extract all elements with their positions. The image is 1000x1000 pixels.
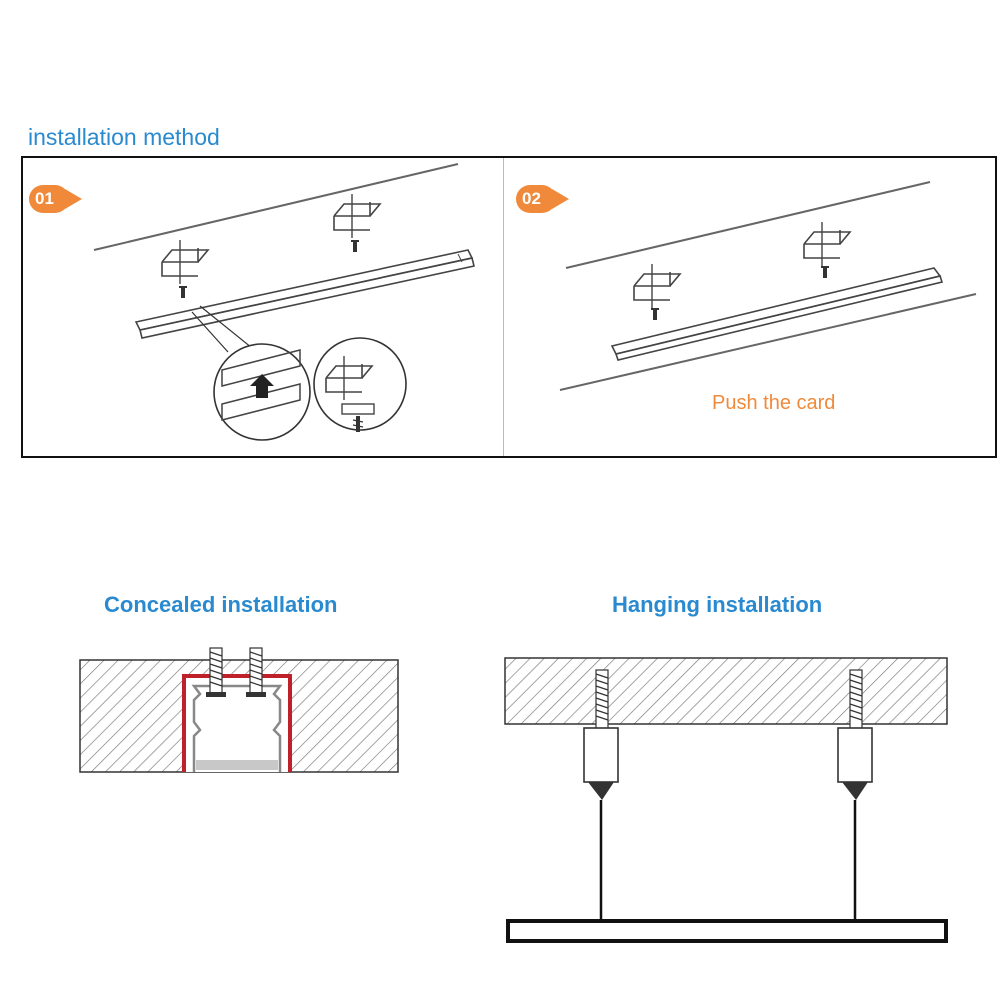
step-2-number: 02 <box>522 189 541 208</box>
led-profile-bar <box>134 249 475 339</box>
hanging-anchor-left <box>583 669 619 920</box>
hanging-light-bar <box>506 919 948 943</box>
section-heading: installation method <box>28 124 220 150</box>
mounting-screw-right-2 <box>821 266 829 278</box>
diffuser <box>196 760 278 770</box>
installation-steps-frame <box>21 156 997 458</box>
step-1-illustration <box>93 163 475 441</box>
mounting-screw-left <box>179 286 187 298</box>
recess-cavity <box>184 676 290 772</box>
hanging-installation-title: Hanging installation <box>612 592 823 617</box>
detail-circle-push <box>213 343 311 441</box>
step-1-badge-shape <box>29 185 82 213</box>
concealed-installation-title: Concealed installation <box>104 592 338 617</box>
ceiling-line-upper <box>565 181 931 269</box>
step-2-badge-shape <box>516 185 569 213</box>
hanging-installation-diagram <box>504 657 948 943</box>
step-2-illustration <box>559 181 977 391</box>
step-2-caption: Push the card <box>712 392 836 414</box>
detail-circle-screw <box>313 337 407 432</box>
steps-divider <box>503 158 504 456</box>
mounting-clip-left <box>161 239 209 285</box>
mounting-clip-right <box>333 193 381 239</box>
ceiling-line <box>93 163 459 251</box>
concealed-screw-right <box>246 647 266 697</box>
aluminium-profile <box>191 684 283 772</box>
mounting-screw-left-2 <box>651 308 659 320</box>
recess-outline <box>182 674 292 772</box>
led-profile-bar-installed <box>610 267 944 361</box>
concealed-screw-left <box>206 647 226 697</box>
hanging-anchor-right <box>837 669 873 920</box>
mounting-clip-left-2 <box>633 263 681 309</box>
step-1-number: 01 <box>35 189 54 208</box>
step-2-badge: 02 <box>514 184 569 214</box>
concealed-installation-diagram <box>79 647 399 773</box>
mounting-screw-right <box>351 240 359 252</box>
mounting-clip-right-2 <box>803 221 851 267</box>
ceiling-line-lower <box>559 293 977 391</box>
step-1-badge: 01 <box>27 184 82 214</box>
ceiling-slab <box>504 657 948 725</box>
